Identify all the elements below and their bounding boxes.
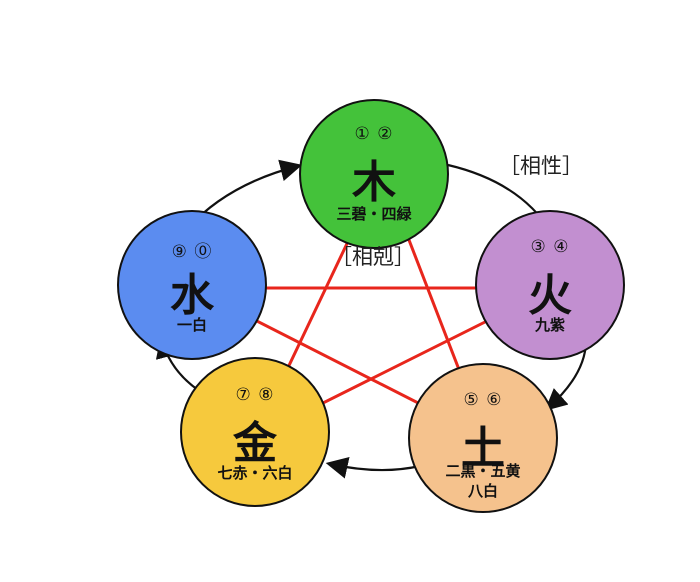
water-circle	[117, 210, 267, 360]
metal-stars: 七赤・六白	[217, 464, 293, 482]
fire-circle	[475, 210, 625, 360]
water-numbers: ⑨ ⓪	[171, 242, 213, 262]
wood-stars: 三碧・四緑	[336, 205, 412, 223]
earth-circle	[408, 363, 558, 513]
earth-numbers: ⑤ ⑥	[463, 390, 503, 410]
earth-stars-second-line: 八白	[467, 482, 498, 500]
overcoming-relation-label: ［相剋］	[331, 245, 415, 269]
wood-circle	[299, 99, 449, 249]
arrow-earth-to-metal	[325, 457, 421, 479]
wood-character: 木	[352, 157, 396, 208]
fire-numbers: ③ ④	[530, 237, 570, 257]
metal-numbers: ⑦ ⑧	[235, 385, 275, 405]
fire-stars: 九紫	[534, 316, 565, 334]
earth-stars: 二黒・五黄	[445, 462, 521, 480]
generating-relation-label: ［相性］	[499, 154, 583, 178]
earth-character: 土	[461, 423, 505, 474]
metal-circle	[180, 357, 330, 507]
wood-numbers: ① ②	[354, 124, 394, 144]
water-stars: 一白	[176, 316, 207, 334]
metal-character: 金	[233, 418, 277, 469]
element-circles	[117, 99, 625, 513]
fire-character: 火	[528, 270, 572, 321]
water-character: 水	[170, 270, 214, 321]
